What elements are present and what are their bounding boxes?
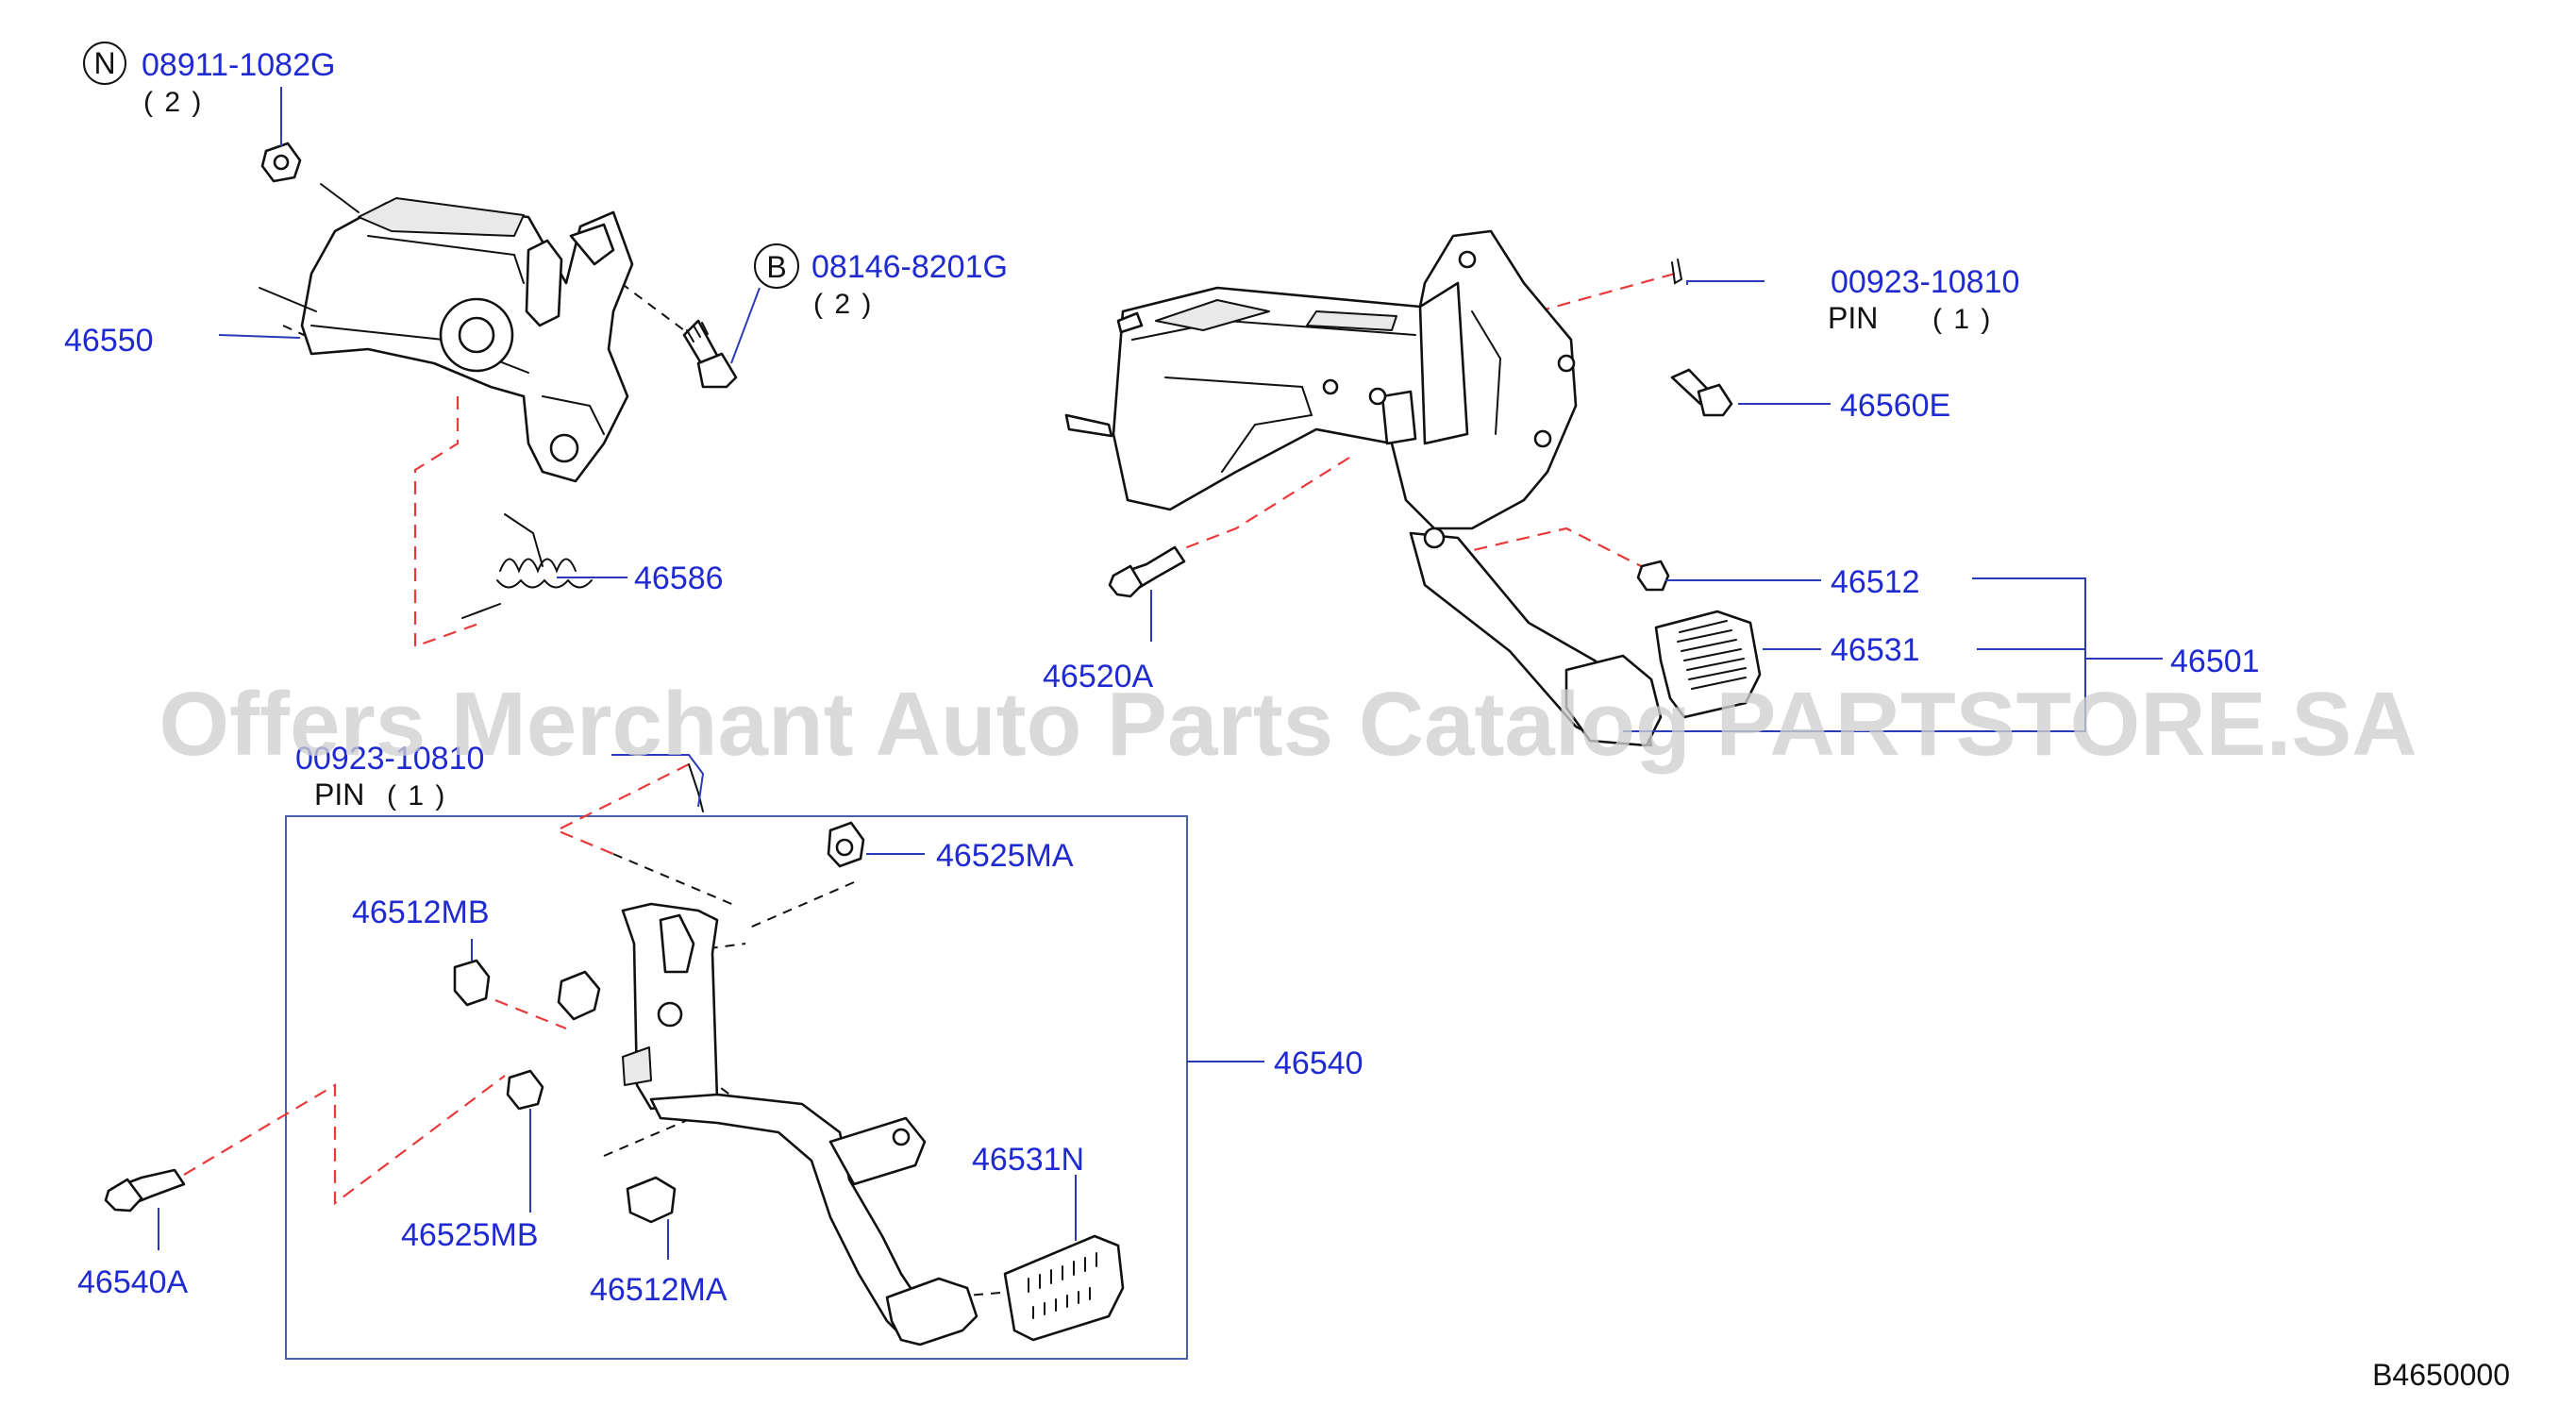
- pedal-assy-46540-illustration: [621, 902, 979, 1346]
- label-46550: 46550: [64, 323, 154, 359]
- stopper-46512: [1636, 560, 1670, 592]
- label-46512ma: 46512MA: [590, 1272, 728, 1308]
- qty-08911-1082g: ( 2 ): [143, 87, 203, 118]
- spring-46586-illustration: [461, 513, 593, 619]
- catalog-code: B4650000: [2372, 1358, 2510, 1392]
- pedal-pad-46531n: [1003, 1234, 1125, 1342]
- label-46501: 46501: [2170, 644, 2260, 679]
- n-callout-letter: N: [93, 46, 115, 80]
- b-callout-circle: [754, 243, 799, 289]
- label-46512mb: 46512MB: [352, 895, 490, 930]
- bolt-46520a: [1108, 545, 1186, 598]
- label-08911-1082g: 08911-1082G: [142, 47, 335, 83]
- label-46531n: 46531N: [972, 1142, 1084, 1178]
- label-08146-8201g: 08146-8201G: [811, 249, 1008, 285]
- label-46525mb: 46525MB: [401, 1217, 539, 1253]
- nut-08911-1082g: [260, 142, 302, 183]
- leader-lines: [158, 87, 2163, 1260]
- bushing-46525mb: [506, 1069, 544, 1111]
- b-callout-letter: B: [766, 250, 786, 284]
- pedal-pad-46531: [1654, 610, 1762, 719]
- label-46525ma: 46525MA: [936, 838, 1074, 874]
- label-00923-10810-lower: 00923-10810: [295, 741, 484, 777]
- watermark: Offers Merchant Auto Parts Catalog PARTS…: [159, 674, 2417, 775]
- bushing-46525ma: [827, 821, 865, 868]
- pin-upper-illustration: [1671, 259, 1683, 285]
- bracket-46550-illustration: [259, 183, 634, 483]
- assembly-dash-lines: [183, 272, 1676, 1298]
- label-46560e: 46560E: [1840, 388, 1950, 424]
- pedal-bracket-46501-illustration: [1064, 229, 1663, 747]
- n-callout-circle: [83, 42, 126, 85]
- stopper-46512mb: [453, 959, 491, 1007]
- label-46586: 46586: [634, 560, 724, 596]
- label-46512: 46512: [1831, 564, 1920, 600]
- label-00923-10810-upper: 00923-10810: [1831, 264, 2019, 300]
- label-46540a: 46540A: [77, 1264, 189, 1300]
- label-46540: 46540: [1274, 1045, 1363, 1081]
- label-46531: 46531: [1831, 632, 1920, 668]
- assembly-frame-46540: [285, 815, 1188, 1360]
- label-pin-upper-kind: PIN: [1828, 301, 1878, 335]
- bolt-08146-8201g: [682, 319, 738, 389]
- qty-08146-8201g: ( 2 ): [813, 289, 873, 320]
- bolt-46560e: [1670, 368, 1733, 417]
- qty-pin-upper: ( 1 ): [1932, 304, 1992, 335]
- qty-pin-lower: ( 1 ): [387, 780, 446, 811]
- pin-lower-illustration: [688, 763, 704, 812]
- bolt-46540a: [104, 1168, 186, 1213]
- stopper-46512ma: [626, 1176, 677, 1224]
- label-46520a: 46520A: [1043, 659, 1154, 694]
- label-pin-lower-kind: PIN: [314, 778, 364, 811]
- bushing-center: [557, 970, 601, 1021]
